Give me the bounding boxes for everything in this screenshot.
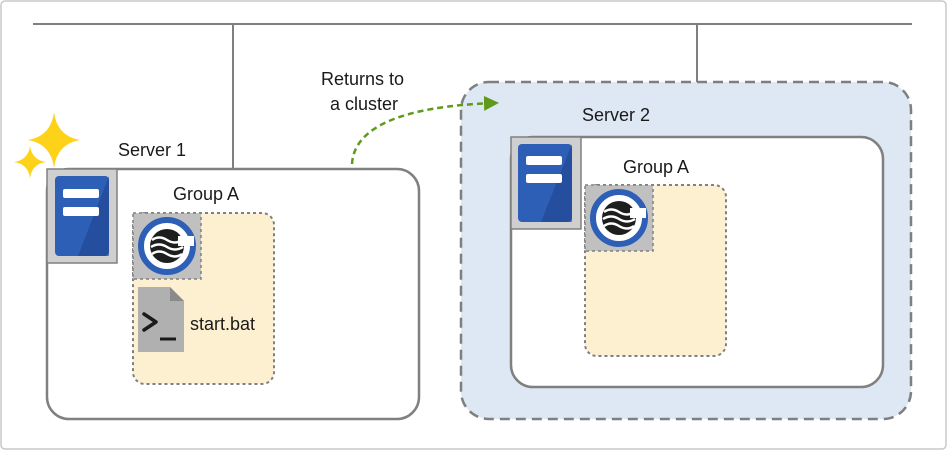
file-label: start.bat <box>190 314 255 334</box>
arrow-label-line1: Returns to <box>321 69 404 89</box>
group2-label: Group A <box>623 157 689 177</box>
cluster-logo-icon <box>132 212 202 280</box>
group1-label: Group A <box>173 184 239 204</box>
server1-label: Server 1 <box>118 140 186 160</box>
return-arrow <box>350 95 499 165</box>
server1-icon <box>46 168 118 264</box>
script-file-icon <box>138 287 184 352</box>
sparkle-icon <box>14 112 80 178</box>
cluster-logo-icon <box>584 184 654 252</box>
arrow-label-line2: a cluster <box>330 94 398 114</box>
server2-label: Server 2 <box>582 105 650 125</box>
server2-icon <box>510 136 582 230</box>
